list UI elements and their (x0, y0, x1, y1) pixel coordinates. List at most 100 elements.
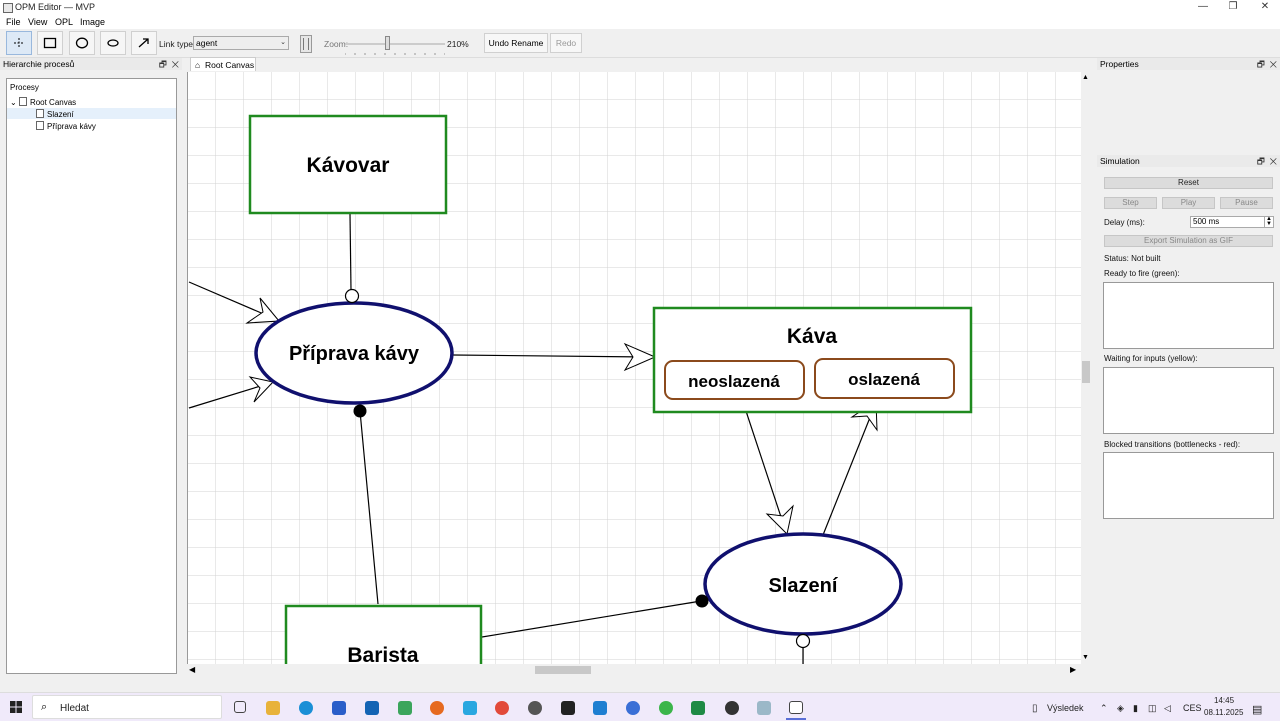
float-icon[interactable]: 🗗 (158, 59, 167, 69)
windows-start-icon[interactable] (10, 701, 22, 713)
tray-network-icon[interactable]: ◫ (1148, 703, 1157, 713)
tab-root-canvas[interactable]: ⌂ Root Canvas (190, 57, 256, 71)
link-input-left-top[interactable] (188, 281, 274, 319)
tray-app-icon[interactable]: ▯ (1032, 703, 1038, 714)
delay-input[interactable]: 500 ms ▲▼ (1190, 216, 1274, 228)
minimize-button[interactable]: — (1198, 1, 1208, 12)
ellipse-tool-button[interactable] (100, 31, 126, 55)
select-tool-button[interactable] (6, 31, 32, 55)
tray-shield-icon[interactable]: ◈ (1117, 703, 1124, 713)
scroll-down-icon[interactable]: ▼ (1082, 654, 1089, 661)
drive-icon[interactable] (398, 701, 412, 715)
scroll-up-icon[interactable]: ▲ (1082, 74, 1089, 81)
tray-language[interactable]: CES (1183, 703, 1202, 713)
store-icon[interactable] (332, 701, 346, 715)
zoom-slider-handle[interactable] (385, 36, 390, 50)
scroll-right-icon[interactable]: ▶ (1070, 665, 1077, 674)
terminal-icon[interactable] (561, 701, 575, 715)
active-app-indicator (786, 718, 806, 720)
excel-icon[interactable] (691, 701, 705, 715)
link-priprava-kava[interactable] (452, 354, 650, 358)
object-kavovar[interactable] (248, 114, 448, 215)
menu-view[interactable]: View (28, 17, 48, 27)
vertical-scrollbar[interactable]: ▲ ▼ (1081, 72, 1091, 664)
tree-item-label: Slazení (47, 110, 74, 119)
vscode-icon[interactable] (593, 701, 607, 715)
float-icon[interactable]: 🗗 (1256, 59, 1265, 69)
whatsapp-icon[interactable] (659, 701, 673, 715)
close-icon[interactable]: ✕ (171, 59, 179, 69)
close-icon[interactable]: ✕ (1269, 156, 1277, 166)
chrome-icon[interactable] (495, 701, 509, 715)
blocked-list[interactable] (1103, 452, 1274, 519)
undo-button[interactable]: Undo Rename (484, 33, 548, 53)
search-placeholder: Hledat (60, 703, 89, 714)
link-type-label: Link type: (159, 39, 196, 49)
app-icon-dark[interactable] (725, 701, 739, 715)
app-icon-blue[interactable] (626, 701, 640, 715)
link-barista-priprava[interactable] (359, 410, 379, 605)
task-view-icon[interactable] (234, 701, 246, 713)
link-type-value: agent (196, 38, 218, 48)
play-button[interactable]: Play (1162, 197, 1215, 209)
link-kavovar-priprava[interactable] (349, 213, 352, 291)
link-type-select[interactable]: agent ⌄ (193, 36, 289, 50)
edge-icon[interactable] (299, 701, 313, 715)
rectangle-tool-button[interactable] (37, 31, 63, 55)
tree-item-priprava[interactable]: Příprava kávy (36, 121, 96, 131)
tray-volume-icon[interactable]: ◁ (1164, 703, 1171, 713)
app-icon-light[interactable] (757, 701, 771, 715)
export-gif-button[interactable]: Export Simulation as GIF (1104, 235, 1273, 247)
menu-file[interactable]: File (6, 17, 21, 27)
horizontal-scroll-thumb[interactable] (535, 666, 591, 674)
tray-label[interactable]: Výsledek (1047, 703, 1084, 713)
state-oslazena[interactable] (814, 358, 955, 399)
chrome-profile-icon[interactable] (528, 701, 542, 715)
maximize-button[interactable]: ❐ (1228, 1, 1238, 12)
diagram-canvas[interactable]: Kávovar Příprava kávy Káva neoslazená os… (187, 72, 1082, 664)
tray-time[interactable]: 14:45 (1214, 696, 1235, 705)
toolbar-separator-handle[interactable] (300, 35, 312, 53)
link-barista-slazeni[interactable] (481, 600, 702, 638)
redo-button[interactable]: Redo (550, 33, 582, 53)
opm-editor-taskbar-icon[interactable] (789, 701, 803, 714)
zoom-slider-track[interactable] (345, 43, 445, 45)
simulation-panel-header: Simulation 🗗 ✕ (1097, 155, 1280, 167)
tree-item-slazeni[interactable]: Slazení (36, 109, 74, 119)
horizontal-scrollbar[interactable]: ◀ ▶ (187, 664, 1081, 676)
close-window-button[interactable]: ✕ (1260, 1, 1270, 12)
tray-mic-icon[interactable]: ▮ (1133, 703, 1138, 713)
spinner-arrows-icon[interactable]: ▲▼ (1264, 216, 1273, 227)
outlook-icon[interactable] (365, 701, 379, 715)
notes-icon[interactable] (463, 701, 477, 715)
object-barista[interactable] (284, 604, 483, 664)
tray-date[interactable]: 08.11.2025 (1204, 708, 1244, 717)
waiting-list[interactable] (1103, 367, 1274, 434)
chevron-down-icon[interactable]: ⌄ (10, 98, 17, 107)
state-neoslazena[interactable] (664, 360, 805, 400)
taskbar-search[interactable]: ⌕ Hledat (32, 695, 222, 719)
close-icon[interactable]: ✕ (1269, 59, 1277, 69)
reset-button[interactable]: Reset (1104, 177, 1273, 189)
link-neoslazena-slazeni[interactable] (741, 398, 785, 527)
menu-image[interactable]: Image (80, 17, 106, 27)
step-button[interactable]: Step (1104, 197, 1157, 209)
process-priprava[interactable] (254, 301, 454, 405)
circle-tool-button[interactable] (69, 31, 95, 55)
notification-icon[interactable]: ▤ (1252, 704, 1263, 716)
file-explorer-icon[interactable] (266, 701, 280, 715)
tree-item-root[interactable]: ⌄ Root Canvas (10, 97, 76, 107)
tray-chevron-up-icon[interactable]: ⌃ (1100, 703, 1108, 713)
menu-opl[interactable]: OPL (55, 17, 74, 27)
link-input-left-bottom[interactable] (188, 383, 268, 409)
process-tree: Procesy ⌄ Root Canvas Slazení Příprava k… (6, 78, 177, 674)
float-icon[interactable]: 🗗 (1256, 156, 1265, 166)
link-tool-button[interactable] (131, 31, 157, 55)
vertical-scroll-thumb[interactable] (1082, 361, 1090, 383)
firefox-icon[interactable] (430, 701, 444, 715)
link-slazeni-oslazena[interactable] (822, 409, 874, 536)
pause-button[interactable]: Pause (1220, 197, 1273, 209)
ready-list[interactable] (1103, 282, 1274, 349)
scroll-left-icon[interactable]: ◀ (189, 665, 196, 674)
arrowheads (245, 297, 878, 536)
